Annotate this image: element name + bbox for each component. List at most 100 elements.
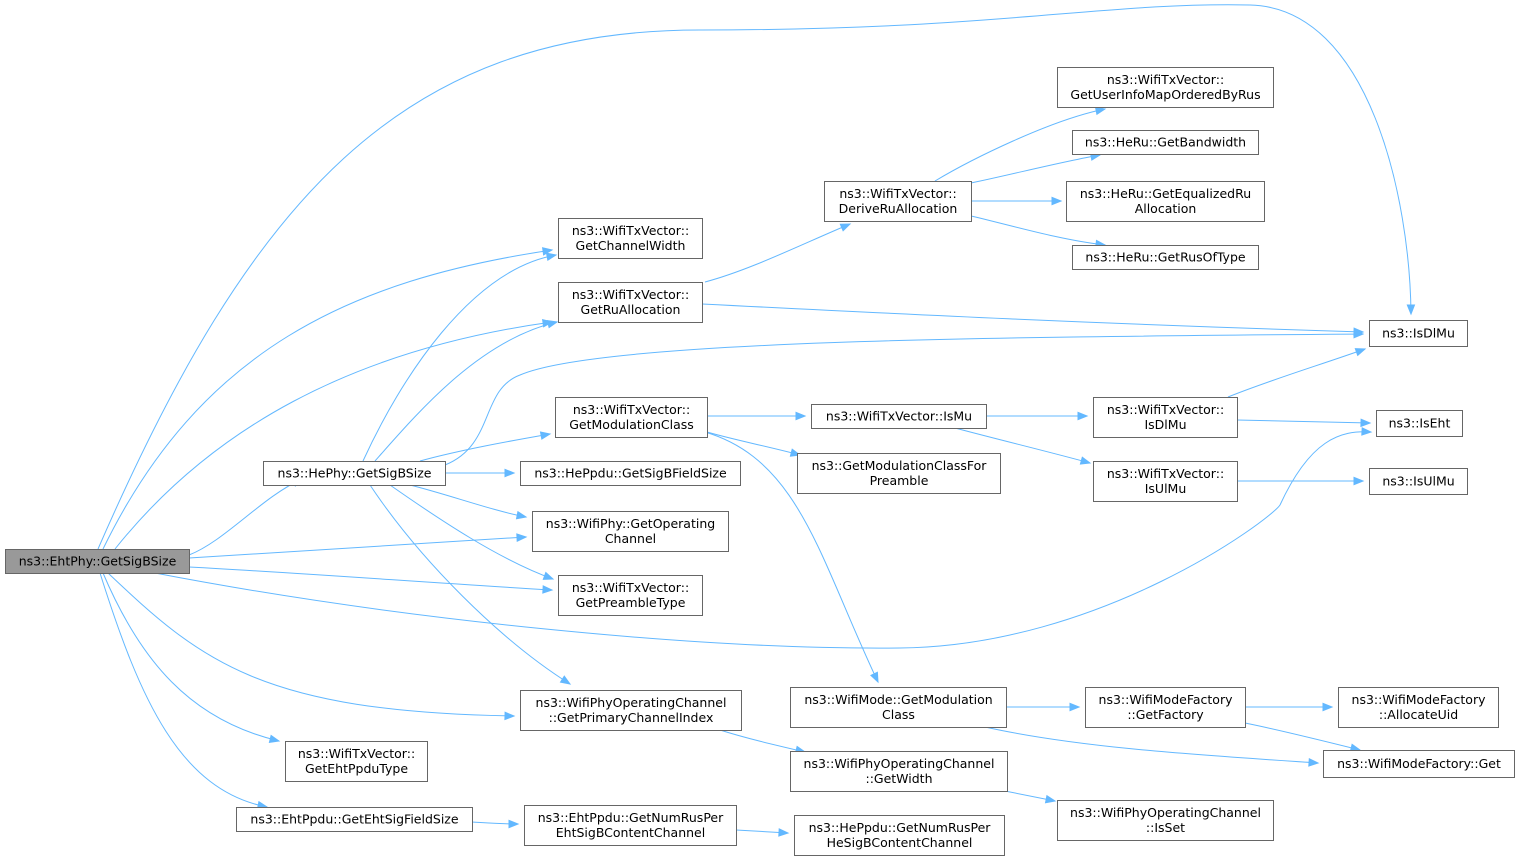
node-box <box>1057 67 1274 108</box>
node-box <box>794 815 1005 856</box>
node-ehtppdu-getnumrusper[interactable]: ns3::EhtPpdu::GetNumRusPerEhtSigBContent… <box>524 805 737 846</box>
edge-ehtphy_getsigbsize-to-wifiphy_getoperatingchannel <box>188 533 528 559</box>
node-label: ns3::HePpdu::GetNumRusPer <box>809 820 992 835</box>
node-box <box>520 461 741 486</box>
edge-hephy_getsigbsize-to-wifiphy_getoperatingchannel <box>409 484 528 520</box>
node-label: Class <box>882 707 915 722</box>
node-box <box>1376 410 1463 437</box>
node-label: GetPreambleType <box>576 595 686 610</box>
node-isulmu[interactable]: ns3::IsUlMu <box>1369 468 1468 495</box>
node-box <box>1066 181 1265 222</box>
node-label: ns3::WifiTxVector:: <box>1107 72 1224 87</box>
edge-arrowhead <box>542 571 555 580</box>
node-label: IsUlMu <box>1145 481 1187 496</box>
node-heppdu-getnumrusper[interactable]: ns3::HePpdu::GetNumRusPerHeSigBContentCh… <box>794 815 1005 856</box>
node-ehtphy-getsigbsize[interactable]: ns3::EhtPhy::GetSigBSize <box>5 549 190 574</box>
edge-arrowhead <box>504 468 516 478</box>
node-label: ns3::IsUlMu <box>1382 474 1454 489</box>
node-label: ns3::WifiModeFactory <box>1352 692 1487 707</box>
edge-ehtphy_getsigbsize-to-hephy_getsigbsize <box>188 478 304 556</box>
edge-arrowhead <box>559 675 572 685</box>
edge-arrowhead <box>870 671 879 684</box>
edge-ehtphy_getsigbsize-to-txv_getchannelwidth <box>102 247 554 550</box>
edge-txv_getmodulationclass-to-getmodclassforpreamble <box>706 431 802 457</box>
node-box <box>558 218 703 259</box>
node-txv-getmodulationclass[interactable]: ns3::WifiTxVector::GetModulationClass <box>555 397 708 438</box>
node-txv-getehtppdutype[interactable]: ns3::WifiTxVector::GetEhtPpduType <box>285 741 428 782</box>
node-box <box>1369 468 1468 495</box>
edge-hephy_getsigbsize-to-txv_getmodulationclass <box>419 431 552 462</box>
edge-arrowhead <box>546 319 559 329</box>
edge-arrowhead <box>516 533 528 542</box>
node-label: ns3::GetModulationClassFor <box>812 458 988 473</box>
node-box <box>524 805 737 846</box>
edge-txv_isdlmu-to-iseht <box>1236 418 1372 428</box>
edge-arrowhead <box>1077 411 1089 421</box>
node-factory-allocateuid[interactable]: ns3::WifiModeFactory::AllocateUid <box>1338 687 1499 728</box>
edge-txv_deriveruallocation-to-heru_getbandwidth <box>970 152 1102 184</box>
node-box <box>1072 245 1259 270</box>
edge-ehtphy_getsigbsize-to-iseht <box>154 427 1373 649</box>
node-label: ns3::WifiTxVector::IsMu <box>826 409 972 424</box>
edge-factory_getfactory-to-factory_allocateuid <box>1245 702 1334 712</box>
node-box <box>555 397 708 438</box>
node-wifimode-getmodulationclass[interactable]: ns3::WifiMode::GetModulationClass <box>790 687 1007 728</box>
node-box <box>1072 130 1259 155</box>
edge-arrowhead <box>1069 702 1081 712</box>
node-label: ns3::WifiTxVector:: <box>839 186 956 201</box>
edge-txv_isulmu-to-isulmu <box>1237 476 1365 486</box>
node-box <box>1338 687 1499 728</box>
edge-arrowhead <box>542 585 554 594</box>
node-txv-getchannelwidth[interactable]: ns3::WifiTxVector::GetChannelWidth <box>558 218 703 259</box>
node-box <box>811 404 987 429</box>
node-txv-getpreambletype[interactable]: ns3::WifiTxVector::GetPreambleType <box>558 575 703 616</box>
node-heru-getrusoftype[interactable]: ns3::HeRu::GetRusOfType <box>1072 245 1259 270</box>
node-label: ns3::WifiTxVector:: <box>572 580 689 595</box>
node-isdlmu[interactable]: ns3::IsDlMu <box>1369 320 1468 347</box>
node-txv-deriveruallocation[interactable]: ns3::WifiTxVector::DeriveRuAllocation <box>824 181 972 222</box>
node-box <box>558 282 703 323</box>
node-heru-getbandwidth[interactable]: ns3::HeRu::GetBandwidth <box>1072 130 1259 155</box>
node-hephy-getsigbsize[interactable]: ns3::HePhy::GetSigBSize <box>263 461 446 486</box>
edge-arrowhead <box>839 223 852 232</box>
edge-arrowhead <box>795 411 807 421</box>
edge-arrowhead <box>1094 106 1107 116</box>
node-heppdu-getsigbfieldsize[interactable]: ns3::HePpdu::GetSigBFieldSize <box>520 461 741 486</box>
node-txv-ismu[interactable]: ns3::WifiTxVector::IsMu <box>811 404 987 429</box>
edge-arrowhead <box>1353 476 1365 486</box>
node-box <box>1057 800 1274 841</box>
node-label: ns3::WifiTxVector:: <box>1107 402 1224 417</box>
node-label: ns3::WifiPhyOperatingChannel <box>536 695 727 710</box>
node-txv-getuserinfomap[interactable]: ns3::WifiTxVector::GetUserInfoMapOrdered… <box>1057 67 1274 108</box>
node-factory-getfactory[interactable]: ns3::WifiModeFactory::GetFactory <box>1085 687 1246 728</box>
node-label: Channel <box>605 531 656 546</box>
node-opch-getwidth[interactable]: ns3::WifiPhyOperatingChannel::GetWidth <box>790 751 1008 792</box>
node-opch-getprimarychannelindex[interactable]: ns3::WifiPhyOperatingChannel::GetPrimary… <box>520 690 742 731</box>
node-box <box>1085 687 1246 728</box>
node-label: GetModulationClass <box>569 417 694 432</box>
node-txv-isulmu[interactable]: ns3::WifiTxVector::IsUlMu <box>1093 461 1238 502</box>
edge-arrowhead <box>545 252 558 262</box>
node-box <box>532 511 729 552</box>
node-label: EhtSigBContentChannel <box>556 825 705 840</box>
node-factory-get[interactable]: ns3::WifiModeFactory::Get <box>1323 750 1515 778</box>
node-label: ns3::WifiModeFactory::Get <box>1337 756 1501 771</box>
node-txv-getruallocation[interactable]: ns3::WifiTxVector::GetRuAllocation <box>558 282 703 323</box>
edge-hephy_getsigbsize-to-opch_getprimarychannelindex <box>369 484 572 685</box>
node-iseht[interactable]: ns3::IsEht <box>1376 410 1463 437</box>
edge-arrowhead <box>508 819 520 829</box>
node-label: ns3::WifiTxVector:: <box>298 746 415 761</box>
node-txv-isdlmu[interactable]: ns3::WifiTxVector::IsDlMu <box>1093 397 1238 438</box>
edge-arrowhead <box>1044 794 1057 804</box>
node-opch-isset[interactable]: ns3::WifiPhyOperatingChannel::IsSet <box>1057 800 1274 841</box>
node-box <box>824 181 972 222</box>
edges-layer <box>97 4 1416 837</box>
node-label: IsDlMu <box>1144 417 1186 432</box>
edge-hephy_getsigbsize-to-heppdu_getsigbfieldsize <box>445 468 516 478</box>
edge-arrowhead <box>1051 196 1063 206</box>
node-ehtppdu-getehtsigfieldsize[interactable]: ns3::EhtPpdu::GetEhtSigFieldSize <box>236 807 473 832</box>
